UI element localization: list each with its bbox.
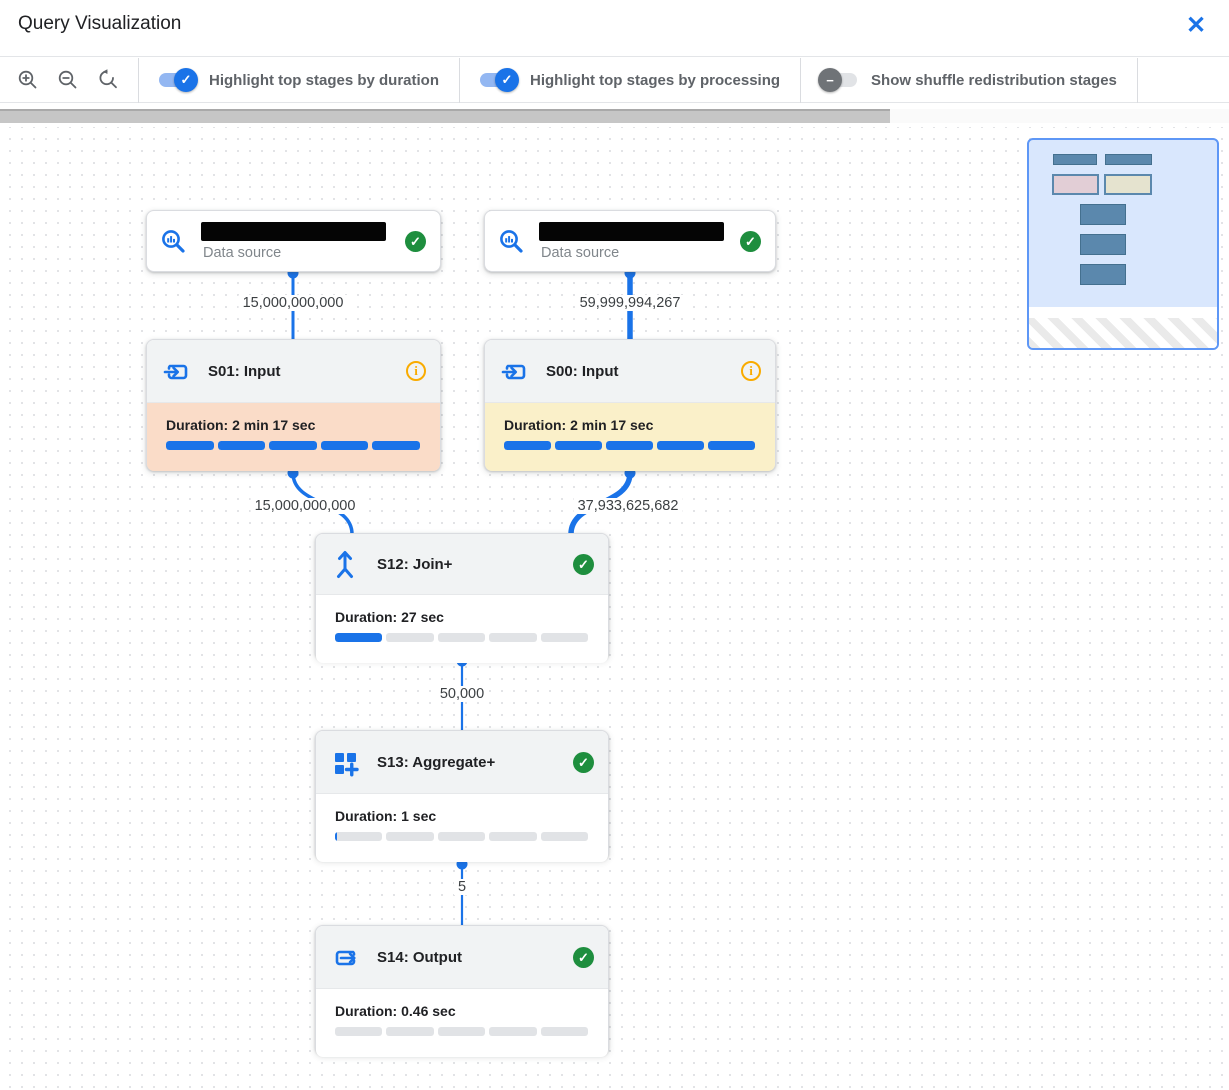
stage-node-s00[interactable]: S00: Input i Duration: 2 min 17 sec	[484, 339, 776, 471]
minimap-node	[1080, 234, 1126, 255]
toggle-shuffle-label: Show shuffle redistribution stages	[871, 71, 1117, 89]
toggle-knob-minus-icon: −	[818, 68, 843, 92]
data-source-node-left[interactable]: Data source ✓	[146, 210, 441, 272]
duration-label: Duration: 0.46 sec	[335, 1003, 456, 1019]
toggle-knob-check-icon: ✓	[495, 68, 519, 92]
toggle-knob-check-icon: ✓	[174, 68, 198, 92]
status-completed-icon: ✓	[573, 947, 594, 968]
duration-label: Duration: 27 sec	[335, 609, 444, 625]
highlight-processing-toggle[interactable]: ✓	[480, 68, 519, 92]
minimap-node	[1080, 204, 1126, 225]
stage-node-s14[interactable]: S14: Output ✓ Duration: 0.46 sec	[315, 925, 609, 1057]
horizontal-scrollbar	[0, 109, 1229, 123]
minimap-node-highlight-processing	[1104, 174, 1152, 195]
stage-header: S00: Input i	[485, 340, 775, 403]
duration-label: Duration: 2 min 17 sec	[504, 417, 654, 433]
status-completed-icon: ✓	[573, 752, 594, 773]
duration-label: Duration: 1 sec	[335, 808, 437, 824]
minimap-node	[1053, 154, 1097, 165]
zoom-in-button[interactable]	[12, 64, 44, 96]
toggle-duration-group: ✓ Highlight top stages by duration	[139, 68, 459, 92]
zoom-controls	[0, 64, 138, 96]
toolbar: ✓ Highlight top stages by duration ✓ Hig…	[0, 57, 1229, 103]
zoom-out-button[interactable]	[52, 64, 84, 96]
highlight-duration-toggle[interactable]: ✓	[159, 68, 198, 92]
duration-progress-bar	[335, 633, 589, 642]
info-icon[interactable]: i	[741, 361, 761, 381]
panel-header: Query Visualization ✕	[0, 0, 1229, 57]
edge-row-count: 15,000,000,000	[238, 295, 348, 311]
stage-title: S01: Input	[208, 363, 281, 380]
redacted-table-name	[539, 222, 724, 241]
stage-duration-section: Duration: 1 sec	[316, 794, 608, 862]
minimap-node	[1080, 264, 1126, 285]
stage-title: S12: Join+	[377, 556, 453, 573]
stage-title: S14: Output	[377, 949, 462, 966]
toggle-shuffle-group: − Show shuffle redistribution stages	[801, 68, 1137, 92]
toolbar-divider	[1136, 57, 1138, 103]
stage-duration-section: Duration: 0.46 sec	[316, 989, 608, 1057]
edge-row-count: 15,000,000,000	[250, 498, 360, 514]
status-completed-icon: ✓	[740, 231, 761, 252]
edge-row-count: 5	[453, 879, 471, 895]
aggregate-icon	[331, 749, 359, 782]
zoom-in-icon	[18, 70, 37, 89]
bigquery-search-icon	[498, 228, 525, 260]
toolbar-divider	[138, 57, 139, 103]
stage-title: S13: Aggregate+	[377, 754, 496, 771]
stage-duration-section: Duration: 27 sec	[316, 595, 608, 663]
data-source-label: Data source	[203, 245, 282, 261]
duration-label: Duration: 2 min 17 sec	[166, 417, 316, 433]
duration-progress-bar	[335, 1027, 589, 1036]
edge-row-count: 59,999,994,267	[575, 295, 685, 311]
toggle-processing-label: Highlight top stages by processing	[530, 71, 781, 89]
minimap-out-of-bounds-hatch	[1029, 318, 1217, 348]
input-icon	[162, 357, 192, 392]
minimap-node-highlight-duration	[1052, 174, 1099, 195]
minimap-empty-area	[1029, 307, 1217, 318]
graph-canvas[interactable]: 15,000,000,000 59,999,994,267 15,000,000…	[0, 127, 1229, 1090]
toolbar-divider	[459, 57, 460, 103]
toggle-processing-group: ✓ Highlight top stages by processing	[460, 68, 800, 92]
edge-row-count: 37,933,625,682	[573, 498, 683, 514]
duration-progress-bar	[335, 832, 589, 841]
stage-node-s12[interactable]: S12: Join+ ✓ Duration: 27 sec	[315, 533, 609, 663]
join-icon	[331, 547, 359, 586]
reset-zoom-button[interactable]	[92, 64, 124, 96]
output-icon	[331, 943, 361, 978]
stage-header: S14: Output ✓	[316, 926, 608, 989]
page-title: Query Visualization	[18, 13, 182, 34]
stage-duration-section: Duration: 2 min 17 sec	[147, 403, 440, 471]
stage-node-s01[interactable]: S01: Input i Duration: 2 min 17 sec	[146, 339, 441, 471]
minimap-node	[1105, 154, 1152, 165]
stage-header: S12: Join+ ✓	[316, 534, 608, 595]
info-icon[interactable]: i	[406, 361, 426, 381]
duration-progress-bar	[504, 441, 755, 450]
zoom-out-icon	[58, 70, 77, 89]
data-source-node-right[interactable]: Data source ✓	[484, 210, 776, 272]
redacted-table-name	[201, 222, 386, 241]
data-source-label: Data source	[541, 245, 620, 261]
show-shuffle-toggle[interactable]: −	[818, 68, 858, 92]
status-completed-icon: ✓	[405, 231, 426, 252]
input-icon	[500, 357, 530, 392]
reset-zoom-icon	[99, 69, 117, 89]
stage-header: S13: Aggregate+ ✓	[316, 731, 608, 794]
stage-node-s13[interactable]: S13: Aggregate+ ✓ Duration: 1 sec	[315, 730, 609, 862]
edge-row-count: 50,000	[435, 686, 489, 702]
toolbar-divider	[800, 57, 802, 103]
toggle-duration-label: Highlight top stages by duration	[209, 71, 439, 89]
bigquery-search-icon	[160, 228, 187, 260]
stage-title: S00: Input	[546, 363, 619, 380]
minimap[interactable]	[1027, 138, 1219, 350]
stage-header: S01: Input i	[147, 340, 440, 403]
close-icon[interactable]: ✕	[1185, 12, 1207, 39]
stage-duration-section: Duration: 2 min 17 sec	[485, 403, 775, 471]
status-completed-icon: ✓	[573, 554, 594, 575]
horizontal-scrollbar-thumb[interactable]	[0, 109, 890, 123]
duration-progress-bar	[166, 441, 420, 450]
